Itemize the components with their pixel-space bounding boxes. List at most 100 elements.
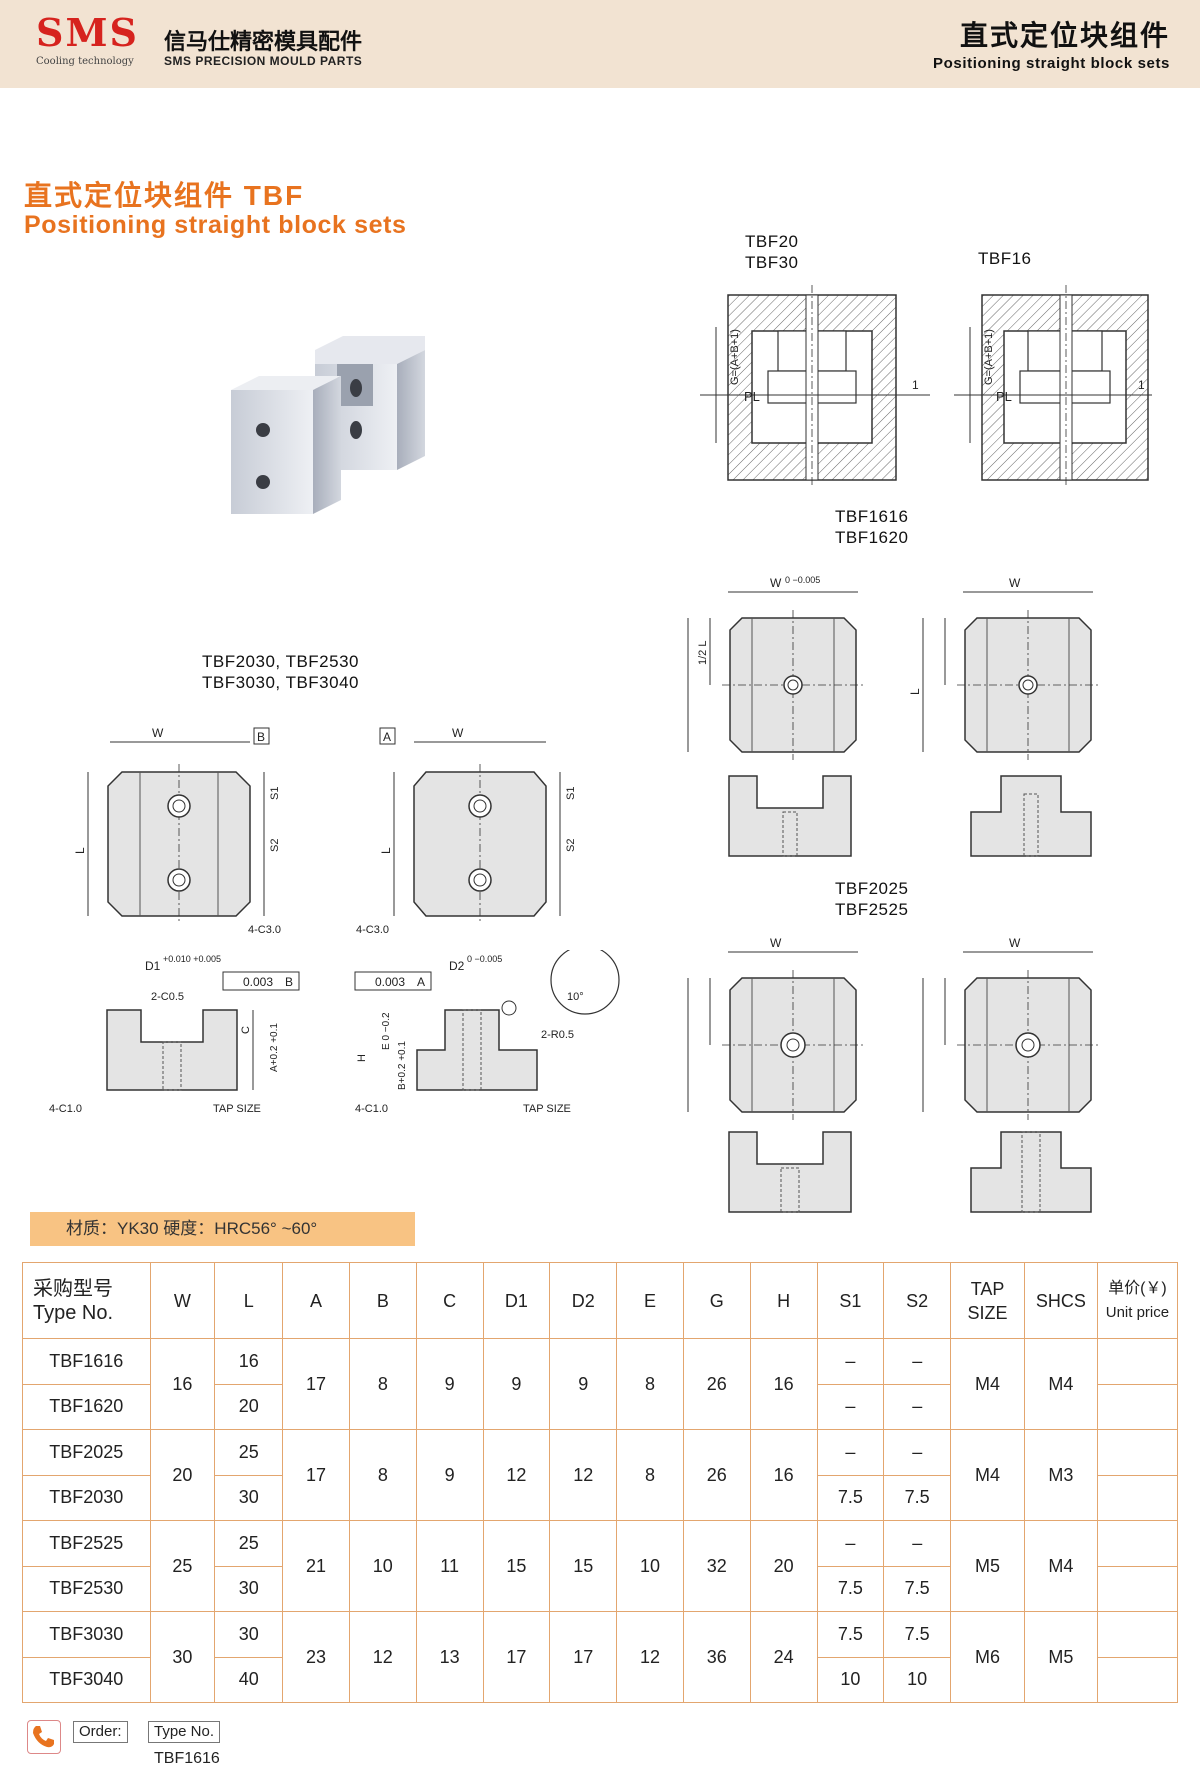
dim-c-label: C [240,1026,252,1034]
assembly-section-tbf16: G=(A+B+1) PL 1 [954,285,1152,485]
header-l: L [214,1262,284,1339]
label-tbf16: TBF16 [978,249,1032,268]
label-tbf2525: TBF2525 [835,900,909,919]
cell-a: 17 [282,1429,350,1521]
dim-h-label: H [356,1054,368,1062]
drawing-tbf2030-u-plan: W B L S1 S2 4-C3.0 [73,726,281,935]
dim-half-l: 1/2 L [697,641,709,665]
table-header-row: 采购型号 Type No. W L A B C D1 D2 E G H S1 S… [22,1262,1179,1339]
dim-chamfer-c3: 4-C3.0 [248,924,281,935]
product-photo [231,336,425,514]
dim-d2-tol: 0 −0.005 [467,954,502,964]
cell-l: 40 [214,1656,284,1703]
cell-type-no: TBF2025 [22,1429,151,1476]
section-title-en: Positioning straight block sets [24,211,407,239]
cell-tap-size: M4 [950,1338,1025,1430]
label-tbf2025: TBF2025 [835,879,909,898]
phone-glyph [33,1726,54,1748]
drawing-tbf2525-plan: W [922,936,1099,1120]
assembly-section-tbf20: G=(A+B+1) PL 1 [700,285,930,485]
cell-l: 16 [214,1338,284,1385]
header-h: H [749,1262,818,1339]
cell-s1: 7.5 [816,1565,885,1612]
datum-b: B [257,730,265,744]
cell-unit-price [1096,1520,1179,1567]
dim-chamfer-c1: 4-C1.0 [49,1103,82,1115]
drawing-tbf1616-u-front [728,775,852,857]
dim-d2-label: D2 [449,959,465,973]
logo-tagline: Cooling technology [36,56,134,67]
dim-w-label-3: W [152,726,164,740]
cell-c: 9 [415,1338,484,1430]
cell-b: 10 [348,1520,417,1612]
cell-type-no: TBF2030 [22,1474,151,1521]
dim-gap-label: 1 [912,378,919,392]
cell-type-no: TBF2525 [22,1520,151,1567]
cell-unit-price [1096,1656,1179,1703]
dim-a-tol: A+0.2 +0.1 [269,1023,280,1072]
cell-type-no: TBF3030 [22,1611,151,1658]
cell-l: 25 [214,1429,284,1476]
datum-a-2: A [417,975,425,989]
header-e: E [616,1262,684,1339]
header-b: B [348,1262,417,1339]
header-s1: S1 [816,1262,885,1339]
logo-mark: SMS [36,10,139,55]
dim-chamfer-c1-2: 4-C1.0 [355,1103,388,1115]
label-tbf3030-3040: TBF3030, TBF3040 [202,673,359,692]
drawing-tbf1616-plan: W 0 −0.005 1/2 L [687,575,864,760]
cell-d2: 12 [549,1429,618,1521]
cell-a: 21 [282,1520,350,1612]
cell-b: 8 [348,1338,417,1430]
cell-s1: – [816,1338,885,1385]
header-shcs: SHCS [1023,1262,1098,1339]
cell-d2: 15 [549,1520,618,1612]
cell-h: 20 [749,1520,818,1612]
cell-unit-price [1096,1429,1179,1476]
header-d1: D1 [482,1262,551,1339]
cell-d1: 15 [482,1520,551,1612]
dim-gap-label-2: 1 [1138,378,1145,392]
header-w: W [149,1262,216,1339]
dim-w-tol: 0 −0.005 [785,575,820,585]
dim-l-label-2: L [73,847,87,854]
order-example: TBF1616 [154,1750,220,1767]
cell-h: 24 [749,1611,818,1703]
cell-unit-price [1096,1611,1179,1658]
cell-e: 12 [616,1611,684,1703]
label-tbf30: TBF30 [745,253,799,272]
cell-shcs: M5 [1023,1611,1098,1703]
cell-tap-size: M4 [950,1429,1025,1521]
dim-s2-label-2: S2 [565,839,577,852]
dim-s2-label: S2 [269,839,281,852]
tap-size-label-2: TAP SIZE [523,1103,571,1115]
cell-b: 8 [348,1429,417,1521]
cell-e: 8 [616,1338,684,1430]
cell-g: 36 [682,1611,751,1703]
dim-g-label: G=(A+B+1) [729,329,741,385]
cell-s2: 10 [883,1656,952,1703]
cell-s2: – [883,1338,952,1385]
cell-l: 30 [214,1611,284,1658]
cell-l: 20 [214,1383,284,1430]
cell-l: 30 [214,1565,284,1612]
cell-shcs: M3 [1023,1429,1098,1521]
cell-w: 30 [149,1611,216,1703]
dim-g-label-2: G=(A+B+1) [983,329,995,385]
cell-w: 16 [149,1338,216,1430]
brand-name-cn: 信马仕精密模具配件 [164,29,363,54]
cell-s2: – [883,1429,952,1476]
cell-unit-price [1096,1474,1179,1521]
cell-g: 26 [682,1338,751,1430]
cell-a: 23 [282,1611,350,1703]
label-tbf20: TBF20 [745,232,799,251]
header-s2: S2 [883,1262,952,1339]
label-tbf1620: TBF1620 [835,528,909,547]
cell-type-no: TBF3040 [22,1656,151,1703]
drawing-tbf2030-u-front: D1 +0.010 +0.005 0.003 B 2-C0.5 C A+0.2 … [49,954,300,1115]
